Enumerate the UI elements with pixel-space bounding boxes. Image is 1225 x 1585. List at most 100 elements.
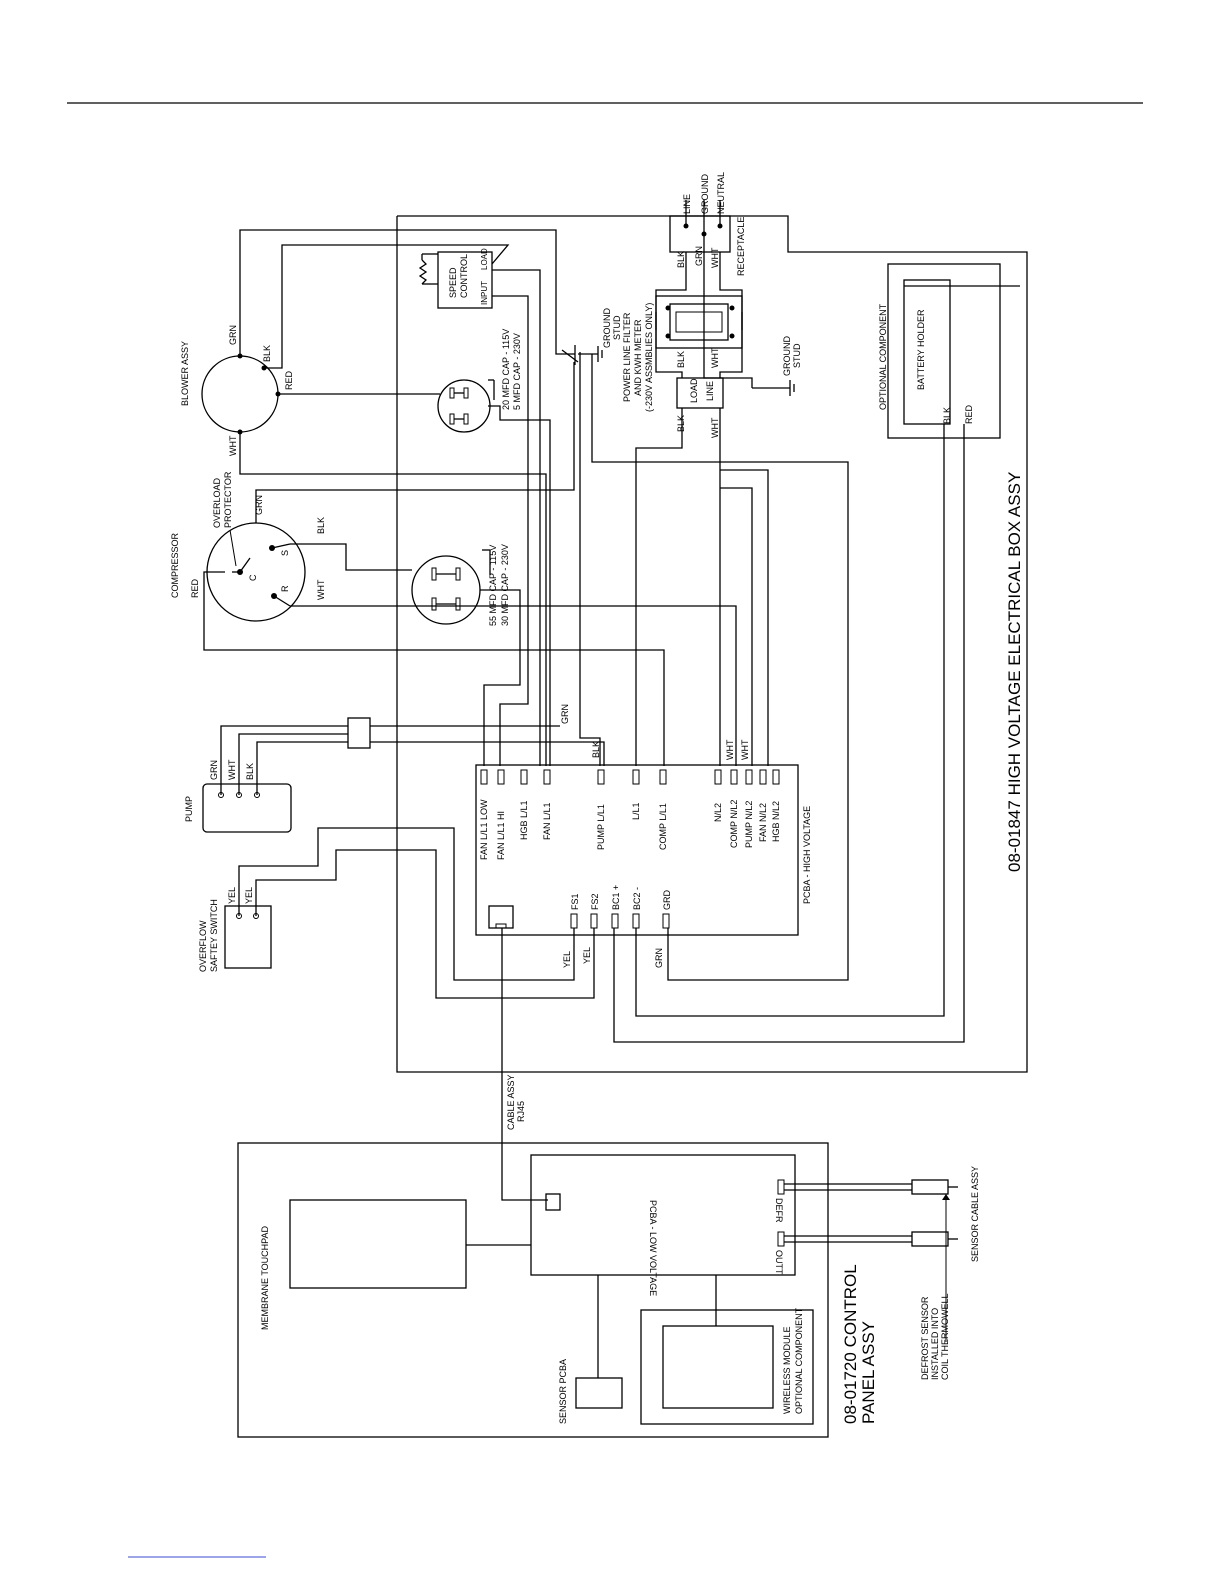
svg-text:FS2: FS2 — [590, 893, 600, 910]
terminal-bc2: BC2 - — [632, 887, 642, 929]
blower-wht-label: WHT — [228, 435, 238, 456]
compressor-red-label: RED — [190, 578, 200, 598]
terminal-pump-n: PUMP N/L2 — [744, 769, 754, 848]
recept-grn-label: GRN — [694, 246, 704, 266]
filter-line-label: LINE — [705, 381, 715, 401]
overload-label-2: PROTECTOR — [223, 471, 233, 528]
overflow-yel-label-2: YEL — [244, 887, 254, 904]
compressor-blk-label: BLK — [316, 517, 326, 534]
speed-control-label-1: SPEED — [448, 267, 458, 298]
terminal-fs2: FS2 — [590, 893, 600, 929]
ground-stud-label-1: GROUND — [602, 308, 612, 348]
recept-blk-label: BLK — [676, 251, 686, 268]
battery-blk-label: BLK — [942, 407, 952, 424]
load-blk-label: BLK — [676, 415, 686, 432]
terminal-bc1: BC1 + — [611, 885, 621, 929]
svg-text:GRD: GRD — [662, 890, 672, 911]
receptacle-box — [669, 215, 731, 253]
wireless-module-box — [640, 1309, 814, 1425]
cable-assy-label-1: CABLE ASSY — [506, 1074, 516, 1130]
terminal-fan-hi: FAN L/L1 HI — [496, 769, 506, 860]
overflow-yel-label-1: YEL — [227, 887, 237, 904]
svg-text:BC2 -: BC2 - — [632, 887, 642, 910]
defr-sensor — [911, 1179, 949, 1195]
overload-label-1: OVERLOAD — [212, 477, 222, 528]
terminal-hgb-n: HGB N/L2 — [771, 769, 781, 842]
compressor-r-label: R — [280, 585, 290, 592]
compressor-capacitor — [411, 555, 481, 625]
terminal-fan-n: FAN N/L2 — [758, 769, 768, 842]
filter-blk-label: BLK — [676, 351, 686, 368]
recept-wht-label: WHT — [710, 247, 720, 268]
sensor-cable-label: SENSOR CABLE ASSY — [970, 1166, 980, 1262]
speed-input-label: INPUT — [480, 281, 489, 305]
blower-grn-label: GRN — [228, 325, 238, 345]
svg-text:FAN L/L1: FAN L/L1 — [542, 802, 552, 840]
filter-label-1: POWER LINE FILTER — [622, 312, 632, 402]
filter-load-line-box — [676, 377, 724, 409]
pcba-high-voltage — [475, 764, 799, 936]
compressor-grn-label: GRN — [254, 495, 264, 515]
receptacle-label: RECEPTACLE — [736, 217, 746, 276]
ground-stud-label-2: STUD — [612, 315, 622, 340]
optional-component-label: OPTIONAL COMPONENT — [878, 303, 888, 410]
cable-assy-label-2: RJ45 — [516, 1101, 526, 1122]
terminal-hgb: HGB L/L1 — [519, 769, 529, 840]
speed-load-label: LOAD — [480, 248, 489, 270]
defr-label: DEFR — [774, 1198, 784, 1223]
blower-label: BLOWER ASSY — [180, 341, 190, 406]
pump-grn-label: GRN — [209, 760, 219, 780]
outt-label: OUTT — [774, 1250, 784, 1275]
compressor-wht-label: WHT — [316, 579, 326, 600]
pcba-low-voltage — [530, 1154, 796, 1276]
pump-wht-label: WHT — [227, 759, 237, 780]
svg-text:HGB L/L1: HGB L/L1 — [519, 800, 529, 840]
defrost-label-2: INSTALLED INTO — [930, 1308, 940, 1380]
svg-text:PUMP N/L2: PUMP N/L2 — [744, 801, 754, 848]
overflow-label-2: SAFTEY SWITCH — [209, 899, 219, 972]
pump-box — [202, 783, 292, 833]
blower-red-label: RED — [284, 370, 294, 390]
svg-text:FAN L/L1 LOW: FAN L/L1 LOW — [479, 799, 489, 860]
pcba-high-label: PCBA - HIGH VOLTAGE — [802, 806, 812, 904]
pump-label: PUMP — [184, 796, 194, 822]
blower-blk-label: BLK — [262, 345, 272, 362]
pcba-low-label: PCBA - LOW VOLTAGE — [648, 1200, 658, 1296]
control-title-2: PANEL ASSY — [859, 1321, 878, 1424]
terminal-comp: COMP L/L1 — [658, 769, 668, 850]
pcba-wht-label-1: WHT — [725, 739, 735, 760]
speed-control-box — [437, 251, 493, 309]
svg-text:HGB N/L2: HGB N/L2 — [771, 801, 781, 842]
fs2-yel-label: YEL — [582, 947, 592, 964]
filter-label-2: AND KWH METER — [633, 319, 643, 396]
wireless-label-2: OPTIONAL COMPONENT — [794, 1307, 804, 1414]
pump-blk-label: BLK — [245, 763, 255, 780]
membrane-touchpad — [289, 1199, 467, 1289]
compressor-s-label: S — [280, 550, 290, 556]
comp-cap-label-1: 55 MFD CAP - 115V — [488, 545, 498, 626]
svg-text:BC1 +: BC1 + — [611, 885, 621, 910]
rj45-jack-low — [545, 1193, 561, 1211]
filter-wht-label: WHT — [710, 347, 720, 368]
compressor-c-label: C — [248, 574, 258, 581]
svg-text:FAN L/L1 HI: FAN L/L1 HI — [496, 811, 506, 860]
high-voltage-box-outline — [396, 215, 1028, 1073]
membrane-label: MEMBRANE TOUCHPAD — [260, 1225, 270, 1330]
blower-cap-label-2: 5 MFD CAP - 230V — [512, 333, 522, 410]
battery-holder — [903, 279, 951, 425]
defrost-label-3: COIL THERMOWELL — [940, 1293, 950, 1380]
speed-control-label-2: CONTROL — [459, 254, 469, 298]
battery-red-label: RED — [964, 404, 974, 424]
line-label: LINE — [682, 194, 692, 214]
terminal-n-l2: N/L2 — [713, 769, 723, 822]
terminal-comp-n: COMP N/L2 — [729, 769, 739, 848]
ground-stud-2-label-1: GROUND — [782, 336, 792, 376]
overflow-label-1: OVERFLOW — [198, 920, 208, 972]
svg-text:PUMP L/L1: PUMP L/L1 — [596, 804, 606, 850]
overflow-switch-box — [224, 905, 272, 969]
compressor-label: COMPRESSOR — [170, 532, 180, 598]
rj45-jack-high — [488, 905, 514, 929]
ground-stud-2-label-2: STUD — [792, 343, 802, 368]
sensor-pcba — [575, 1377, 623, 1409]
